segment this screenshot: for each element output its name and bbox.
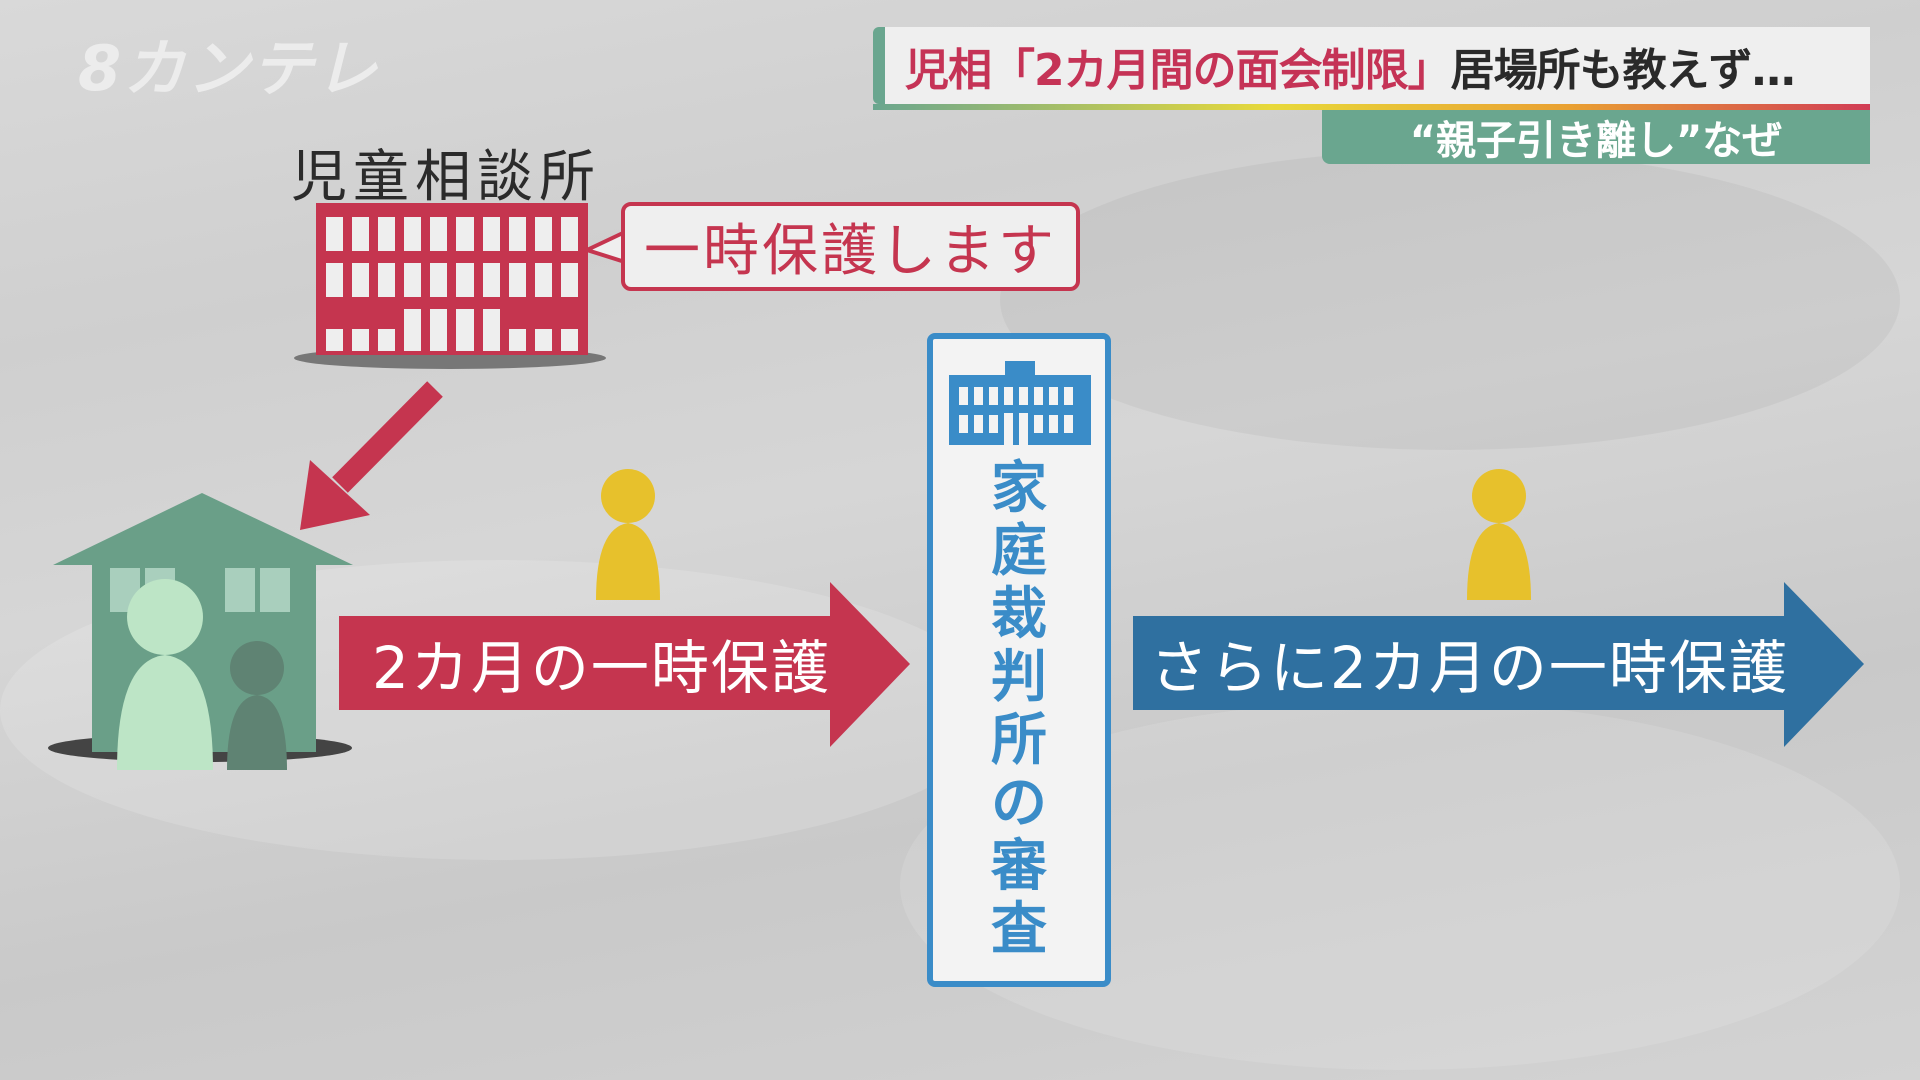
first-arrow-label: 2カ月の一時保護 bbox=[372, 634, 831, 702]
second-arrow-label: さらに2カ月の一時保護 bbox=[1150, 634, 1789, 702]
background-wave bbox=[1000, 150, 1900, 450]
subheadline: “親子引き離し”なぜ bbox=[1322, 110, 1870, 164]
office-building-icon bbox=[316, 203, 588, 355]
agency-label: 児童相談所 bbox=[291, 145, 601, 210]
courthouse-icon bbox=[949, 361, 1091, 445]
family-home-icon bbox=[48, 493, 353, 770]
headline-red: 児相「2カ月間の面会制限」 bbox=[905, 44, 1452, 96]
channel-logo: 8カンテレ bbox=[78, 32, 380, 105]
headline-black: 居場所も教えず… bbox=[1450, 44, 1796, 96]
court-review-label: 家庭裁判所の審査 bbox=[933, 457, 1105, 961]
headline-banner: 児相「2カ月間の面会制限」居場所も教えず… bbox=[873, 27, 1870, 104]
court-review-text: 家庭裁判所の審査 bbox=[991, 456, 1047, 962]
speech-bubble: 一時保護します bbox=[621, 202, 1080, 291]
diagonal-arrow-icon bbox=[300, 381, 443, 530]
child-person-icon bbox=[596, 469, 660, 600]
family-court-box: 家庭裁判所の審査 bbox=[927, 333, 1111, 987]
second-period-arrow bbox=[1133, 582, 1864, 747]
child-person-icon bbox=[1467, 469, 1531, 600]
gradient-divider bbox=[873, 104, 1870, 110]
first-period-arrow bbox=[339, 582, 910, 747]
